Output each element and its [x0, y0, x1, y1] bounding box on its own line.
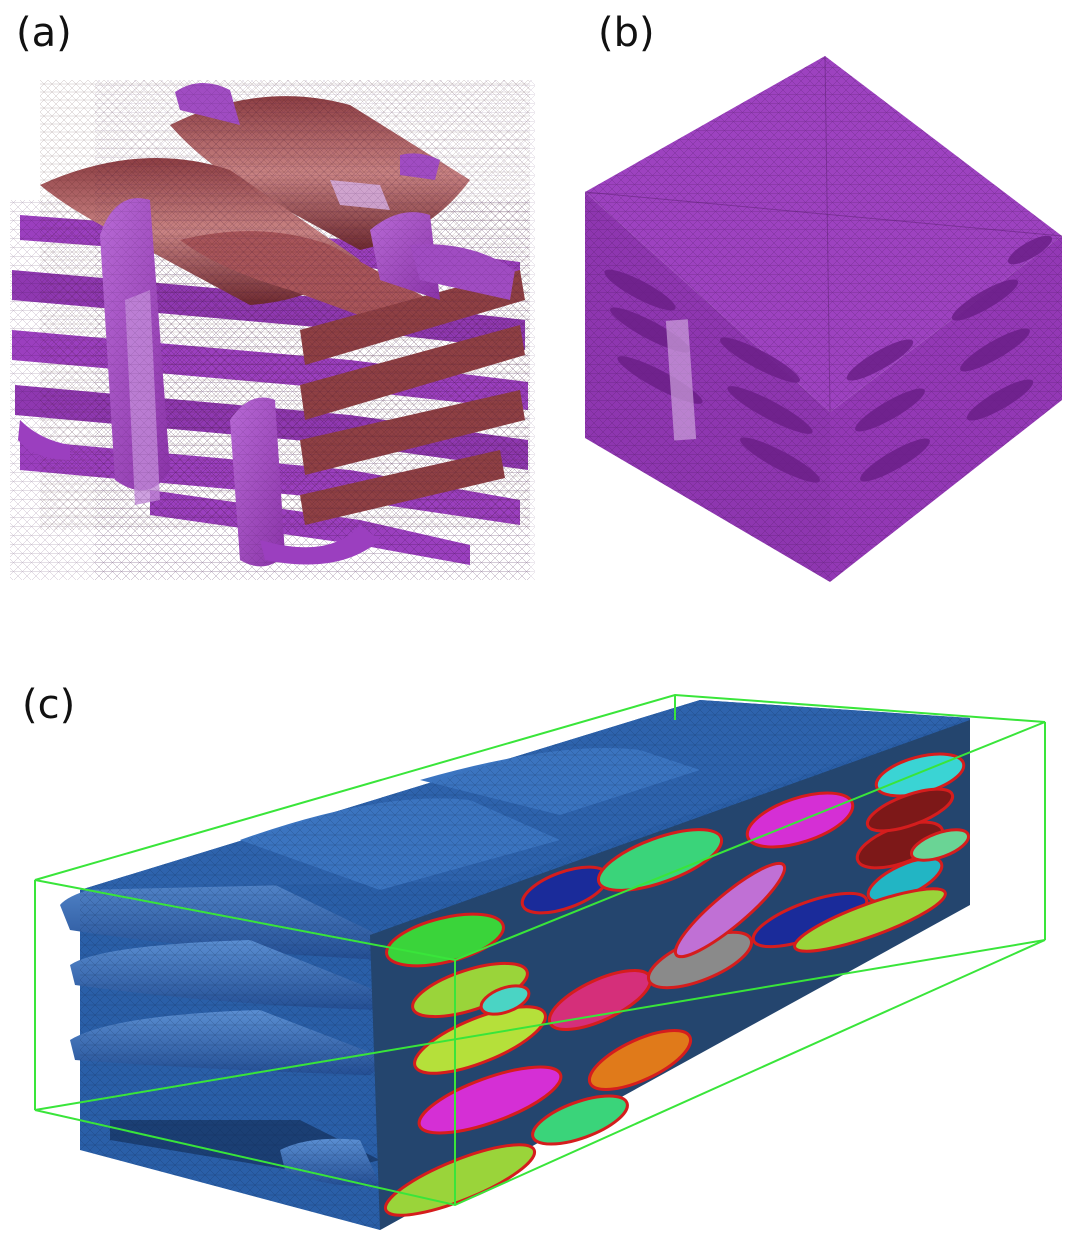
- panel-a-weave-model: [10, 80, 535, 580]
- panel-b-matrix-block: [584, 55, 1063, 582]
- cut-face-cells: [370, 720, 970, 1230]
- bounding-box: [34, 693, 1046, 1207]
- binder-tows: [95, 80, 535, 580]
- panel-label-b: (b): [598, 10, 655, 56]
- panel-c-meshed-model: [34, 693, 1046, 1230]
- panel-label-a: (a): [16, 10, 72, 56]
- panel-label-c: (c): [22, 682, 76, 728]
- left-face-cavities: [604, 269, 820, 483]
- front-tow-ends: [18, 420, 380, 565]
- right-face-cavities: [846, 235, 1053, 482]
